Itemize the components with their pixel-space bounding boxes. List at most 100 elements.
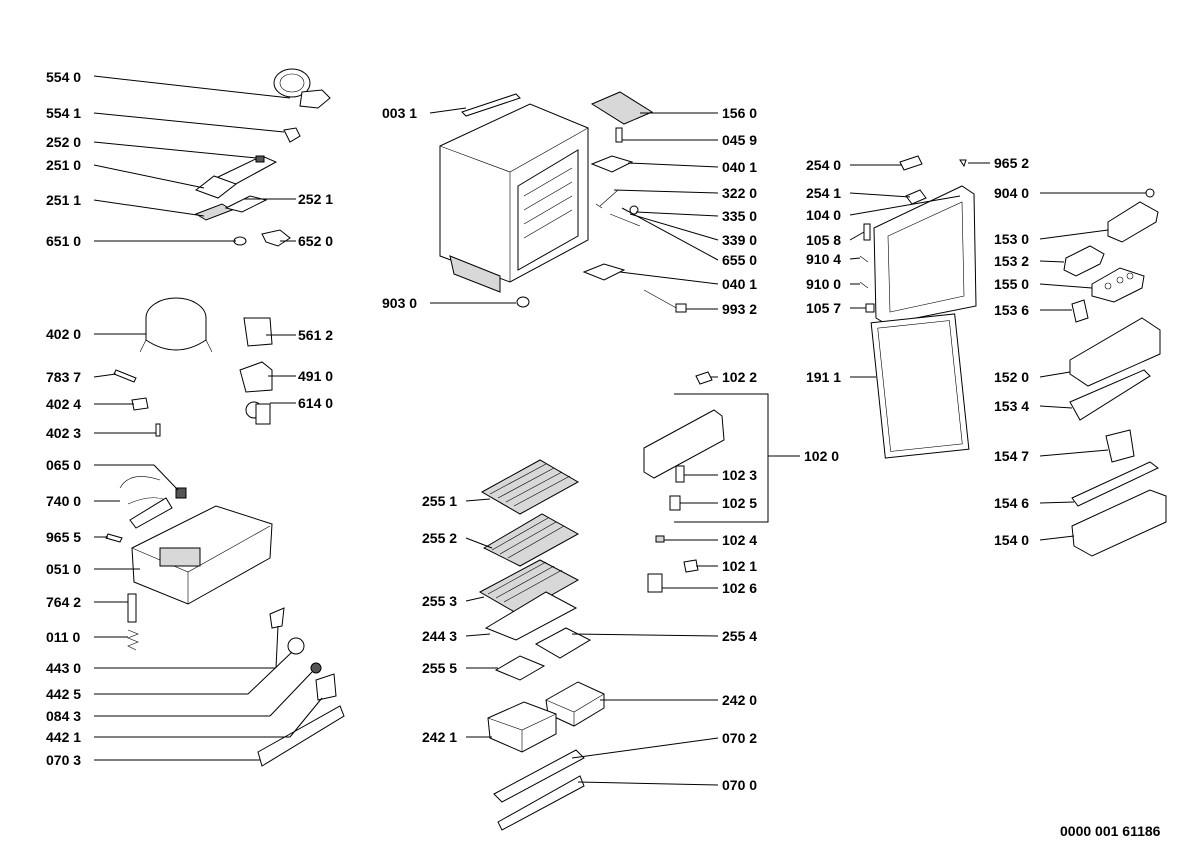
label-1057: 105 7 (806, 300, 841, 316)
part-drawing-9030 (516, 296, 530, 308)
part-drawing-0459 (615, 127, 623, 143)
label-1024: 102 4 (722, 532, 757, 548)
label-6140: 614 0 (298, 395, 333, 411)
part-drawing-2540 (899, 155, 923, 171)
part-drawing-0702 (493, 749, 585, 803)
part-drawing-1026 (647, 573, 663, 593)
part-drawing-shelf-2443 (484, 591, 578, 641)
part-drawing-9655 (105, 533, 123, 543)
label-0843: 084 3 (46, 708, 81, 724)
part-drawing-2510 (194, 175, 238, 199)
part-drawing-1550 (1091, 267, 1145, 303)
part-drawing-9932-head (675, 303, 687, 313)
part-drawing-drawer-2421 (487, 701, 557, 753)
label-2421: 242 1 (422, 729, 457, 745)
part-drawing-2554 (534, 627, 592, 659)
label-2511: 251 1 (46, 192, 81, 208)
label-0459: 045 9 (722, 132, 757, 148)
leader-lines (93, 75, 1146, 786)
part-drawing-5612 (243, 317, 273, 347)
label-3220: 322 0 (722, 185, 757, 201)
part-drawing-shelf-2552 (482, 513, 580, 567)
part-drawing-0401a (590, 155, 634, 173)
document-number: 0000 001 61186 (1060, 823, 1161, 839)
label-1021: 102 1 (722, 558, 757, 574)
label-0702: 070 2 (722, 730, 757, 746)
label-2552: 255 2 (422, 530, 457, 546)
part-drawing-0510 (131, 505, 273, 605)
part-drawing-9652 (959, 159, 967, 168)
label-9652: 965 2 (994, 155, 1029, 171)
label-2553: 255 3 (422, 593, 457, 609)
part-drawing-1057 (865, 303, 875, 313)
label-9040: 904 0 (994, 185, 1029, 201)
label-4421: 442 1 (46, 729, 81, 745)
part-drawing-cabinet (439, 103, 589, 293)
label-5540: 554 0 (46, 69, 81, 85)
part-drawing-4430 (269, 607, 285, 629)
part-drawing-1021 (683, 559, 699, 573)
label-6550: 655 0 (722, 252, 757, 268)
part-drawing-7400 (119, 476, 173, 529)
part-drawing-gasket (870, 313, 970, 459)
label-1547: 154 7 (994, 448, 1029, 464)
part-drawing-1547 (1105, 429, 1135, 463)
label-1040: 104 0 (806, 207, 841, 223)
label-7837: 783 7 (46, 369, 81, 385)
label-1025: 102 5 (722, 495, 757, 511)
label-1560: 156 0 (722, 105, 757, 121)
part-drawing-4024 (131, 397, 149, 411)
label-6510: 651 0 (46, 233, 81, 249)
part-drawing-9932 (643, 289, 681, 311)
label-1530: 153 0 (994, 231, 1029, 247)
part-drawing-1536 (1071, 299, 1089, 323)
label-2540: 254 0 (806, 157, 841, 173)
label-2510: 251 0 (46, 157, 81, 173)
part-drawing-1540 (1071, 489, 1167, 557)
label-1023: 102 3 (722, 467, 757, 483)
label-0031: 003 1 (382, 105, 417, 121)
label-9655: 965 5 (46, 529, 81, 545)
label-9100: 910 0 (806, 276, 841, 292)
label-7642: 764 2 (46, 594, 81, 610)
part-drawing-0650 (175, 487, 187, 499)
label-0110: 011 0 (46, 629, 80, 645)
part-drawing-4020 (139, 297, 213, 353)
label-0510: 051 0 (46, 561, 81, 577)
part-drawing-1022 (695, 371, 713, 385)
part-drawing-6520 (261, 229, 291, 247)
part-drawing-1560 (590, 91, 654, 125)
part-drawing-main-door (873, 185, 977, 325)
label-1520: 152 0 (994, 369, 1029, 385)
label-0703: 070 3 (46, 752, 81, 768)
part-drawing-shelf-2553 (478, 559, 580, 615)
label-1540: 154 0 (994, 532, 1029, 548)
part-drawing-3390 (609, 213, 641, 227)
label-0401a: 040 1 (722, 159, 757, 175)
part-drawing-4910 (239, 361, 273, 393)
part-labels: 554 0 554 1 252 0 251 0 251 1 252 1 651 … (46, 69, 1161, 839)
part-drawing-5541 (283, 127, 301, 143)
part-drawing-1520 (1069, 317, 1161, 387)
part-drawing-4023 (155, 423, 161, 437)
part-drawing-0843 (310, 662, 322, 674)
part-drawing-9040 (1145, 188, 1155, 198)
part-drawing-1024 (655, 535, 665, 543)
part-drawing-0031 (461, 93, 521, 117)
part-drawing-1532 (1063, 245, 1105, 277)
label-4020: 402 0 (46, 326, 81, 342)
part-drawing-2511 (194, 203, 234, 221)
part-drawing-7642 (127, 593, 137, 623)
label-1026: 102 6 (722, 580, 757, 596)
label-6520: 652 0 (298, 233, 333, 249)
part-drawing-1025 (669, 495, 681, 511)
part-drawing-6140 (245, 401, 271, 425)
part-drawing-1530 (1107, 201, 1159, 243)
part-drawing-2555 (494, 655, 546, 681)
label-0401b: 040 1 (722, 276, 757, 292)
label-4430: 443 0 (46, 660, 81, 676)
part-drawing-0110 (127, 629, 139, 651)
part-drawing-4421 (315, 673, 337, 701)
label-0650: 065 0 (46, 457, 81, 473)
